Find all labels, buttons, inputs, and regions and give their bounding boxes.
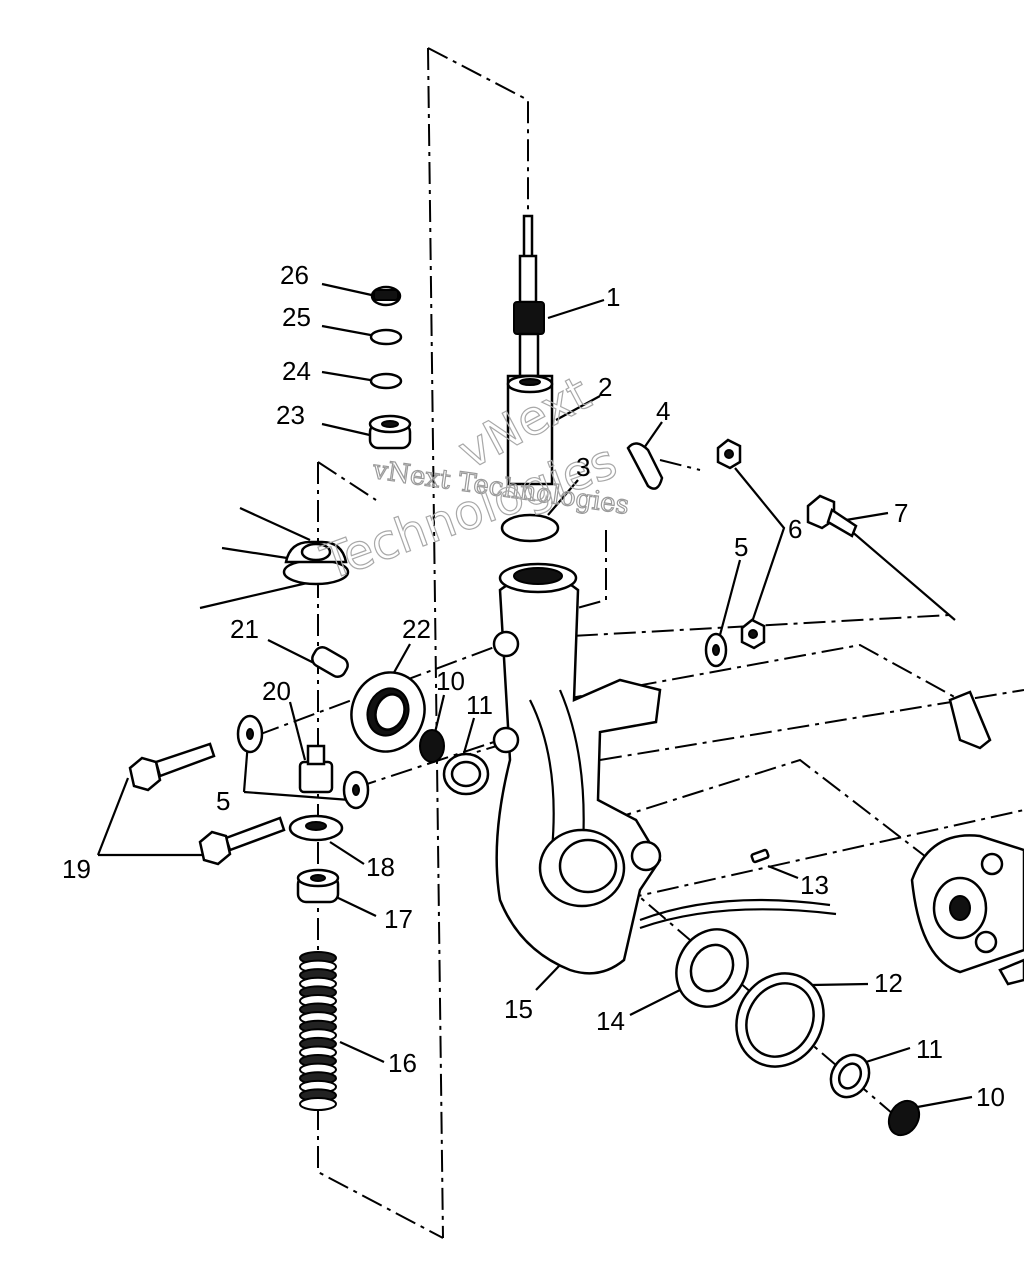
part-4-clip xyxy=(626,442,664,490)
part-1-2-strut xyxy=(506,214,554,486)
callout-11-right: 11 xyxy=(916,1034,943,1064)
callout-4: 4 xyxy=(656,396,670,426)
part-6-nut-bottom xyxy=(740,618,766,650)
callout-23: 23 xyxy=(276,400,305,430)
callout-17: 17 xyxy=(384,904,413,934)
part-19-bolt-top xyxy=(128,742,216,792)
part-3-ring xyxy=(500,513,560,543)
part-12-race xyxy=(735,972,825,1068)
part-5-washer-left-bottom xyxy=(342,770,370,810)
callout-6: 6 xyxy=(788,514,802,544)
part-21-fitting xyxy=(311,646,349,678)
callout-21: 21 xyxy=(230,614,259,644)
callout-5-right: 5 xyxy=(734,532,748,562)
part-pad xyxy=(948,690,992,750)
callout-16: 16 xyxy=(388,1048,417,1078)
callout-10-left: 10 xyxy=(436,666,465,696)
leader-lines xyxy=(96,282,973,1110)
callout-24: 24 xyxy=(282,356,311,386)
callout-12: 12 xyxy=(874,968,903,998)
part-24-washer xyxy=(369,372,403,390)
assembly-lines xyxy=(257,47,1024,1239)
callout-1: 1 xyxy=(606,282,620,312)
part-26-nut xyxy=(370,285,402,307)
callout-5-left: 5 xyxy=(216,786,230,816)
callout-25: 25 xyxy=(282,302,311,332)
callout-22: 22 xyxy=(402,614,431,644)
part-11-ring-right xyxy=(829,1053,871,1099)
part-22-seal xyxy=(350,671,426,753)
callout-26: 26 xyxy=(280,260,309,290)
part-13-sensor xyxy=(639,848,837,930)
callout-14: 14 xyxy=(596,1006,625,1036)
part-15-knuckle xyxy=(492,562,662,975)
part-23-bushing xyxy=(368,414,412,450)
part-10-bushing-left xyxy=(419,729,445,763)
part-14-seal xyxy=(675,928,749,1008)
part-11-ring-left xyxy=(442,752,490,796)
part-17-bushing xyxy=(296,868,340,904)
callout-19: 19 xyxy=(62,854,91,884)
callout-15: 15 xyxy=(504,994,533,1024)
part-19-bolt-bottom xyxy=(198,816,286,866)
callout-2: 2 xyxy=(598,372,612,402)
part-5-washer-right xyxy=(704,632,728,668)
callout-7: 7 xyxy=(894,498,908,528)
part-6-nut-top xyxy=(716,438,742,470)
part-16-spring xyxy=(299,951,337,1111)
callout-labels: 1 2 3 4 5 5 6 7 10 10 11 11 12 13 14 15 … xyxy=(62,260,1005,1112)
part-10-nut-right xyxy=(887,1099,921,1137)
callout-3: 3 xyxy=(576,452,590,482)
callout-18: 18 xyxy=(366,852,395,882)
part-mount-cap xyxy=(282,540,350,586)
part-20-nut xyxy=(298,744,334,794)
callout-11-left: 11 xyxy=(466,690,493,720)
part-25-washer xyxy=(369,328,403,346)
parts xyxy=(128,214,1024,1137)
callout-13: 13 xyxy=(800,870,829,900)
callout-10-right: 10 xyxy=(976,1082,1005,1112)
callout-20: 20 xyxy=(262,676,291,706)
part-5-washer-left-top xyxy=(236,714,264,754)
part-7-bolt xyxy=(806,494,858,538)
part-hub xyxy=(910,834,1024,986)
part-18-washer xyxy=(288,814,344,842)
spring-coil xyxy=(299,1097,337,1111)
